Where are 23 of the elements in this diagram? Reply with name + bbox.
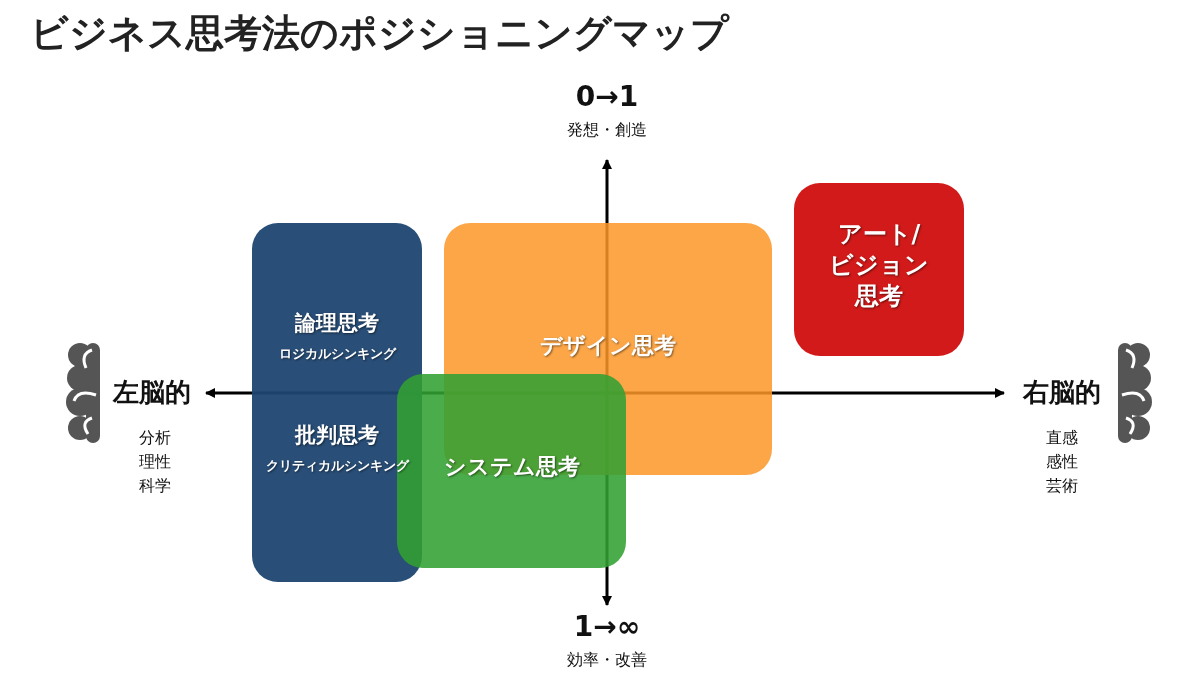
title: ビジネス思考法のポジショニングマップ [30,10,729,57]
axis-caption: 直感 [1046,428,1078,449]
axis-label: 1→∞ [573,610,641,643]
thinking-method-card [397,374,626,568]
node-title: アート/ビジョン思考 [828,219,930,313]
axis-label: 右脳的 [1023,376,1101,409]
axis-caption: 芸術 [1046,476,1078,497]
thinking-method-card [794,183,964,356]
axis-caption: 発想・創造 [567,120,647,141]
node-subtitle: ロジカルシンキング [278,345,396,363]
axis-caption: 分析 [139,428,171,449]
axis-caption: 科学 [139,476,171,497]
node-subtitle: クリティカルシンキング [265,457,409,475]
node-title: デザイン思考 [540,332,676,360]
axis-label: 左脳的 [113,376,191,409]
node-title: 批判思考 [295,422,379,449]
axis-caption: 理性 [139,452,171,473]
axis-caption: 効率・改善 [567,650,647,671]
node-title: 論理思考 [295,310,379,337]
thinking-method-card [252,223,422,582]
node-title: システム思考 [443,453,580,481]
axis-caption: 感性 [1046,452,1078,473]
axis-label: 0→1 [575,80,639,113]
